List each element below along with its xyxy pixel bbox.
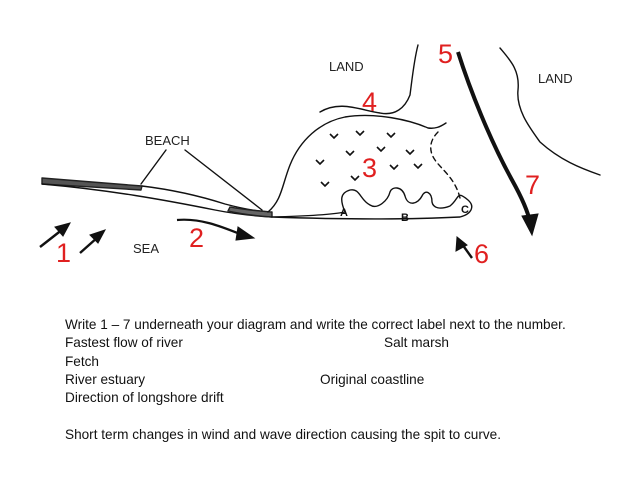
number-6: 6: [474, 239, 489, 269]
number-2: 2: [189, 223, 204, 253]
item-fetch: Fetch: [65, 353, 99, 369]
longshore-drift-arrow: [176, 218, 241, 236]
item-longshore-drift: Direction of longshore drift: [65, 390, 224, 406]
longshore-drift-arrow-head: [235, 226, 256, 241]
spit-lower-edge: [271, 187, 473, 220]
number-5: 5: [438, 39, 453, 69]
row-3: River estuary Original coastline: [65, 371, 585, 389]
land-right-label: LAND: [538, 71, 573, 86]
wind-arrow-1-head: [54, 222, 71, 237]
land-left-label: LAND: [329, 59, 364, 74]
original-coastline-dashed: [430, 131, 461, 199]
land-boundary-left: [319, 44, 419, 115]
beach-pointer-1: [140, 149, 167, 185]
number-1: 1: [56, 238, 71, 268]
spit-outline: [267, 114, 447, 213]
salt-marsh-marks: [315, 130, 423, 188]
river-flow-arrow-head: [521, 213, 539, 237]
row-4: Direction of longshore drift: [65, 389, 585, 407]
number-7: 7: [525, 170, 540, 200]
item-river-estuary: River estuary: [65, 371, 146, 387]
item-salt-marsh: Salt marsh: [384, 335, 449, 351]
number-4: 4: [362, 87, 377, 117]
marsh-letter-c: C: [461, 204, 469, 216]
river-flow-arrow: [456, 51, 532, 223]
number-3: 3: [362, 153, 377, 183]
wind-arrow-6-head: [455, 236, 468, 252]
marsh-letter-b: B: [401, 212, 409, 224]
item-short-term: Short term changes in wind and wave dire…: [65, 426, 501, 442]
beach-pointer-2: [184, 149, 263, 211]
item-original-coastline: Original coastline: [320, 371, 425, 387]
beach-shingle: [41, 177, 143, 191]
wind-arrow-2-head: [89, 229, 107, 244]
beach-label: BEACH: [145, 133, 190, 148]
instruction-text-block: Write 1 – 7 underneath your diagram and …: [65, 316, 585, 444]
marsh-letter-a: A: [340, 207, 348, 219]
spit-diagram: A B C LAND LAND BEACH SEA 1 2 3 4 5 6 7: [39, 39, 601, 269]
row-2: Fetch: [65, 353, 585, 371]
instruction-text: Write 1 – 7 underneath your diagram and …: [65, 317, 566, 332]
row-1: Fastest flow of river Salt marsh: [65, 334, 585, 352]
sea-label: SEA: [133, 241, 159, 256]
land-boundary-right: [499, 47, 601, 176]
item-fastest-flow: Fastest flow of river: [65, 335, 183, 351]
